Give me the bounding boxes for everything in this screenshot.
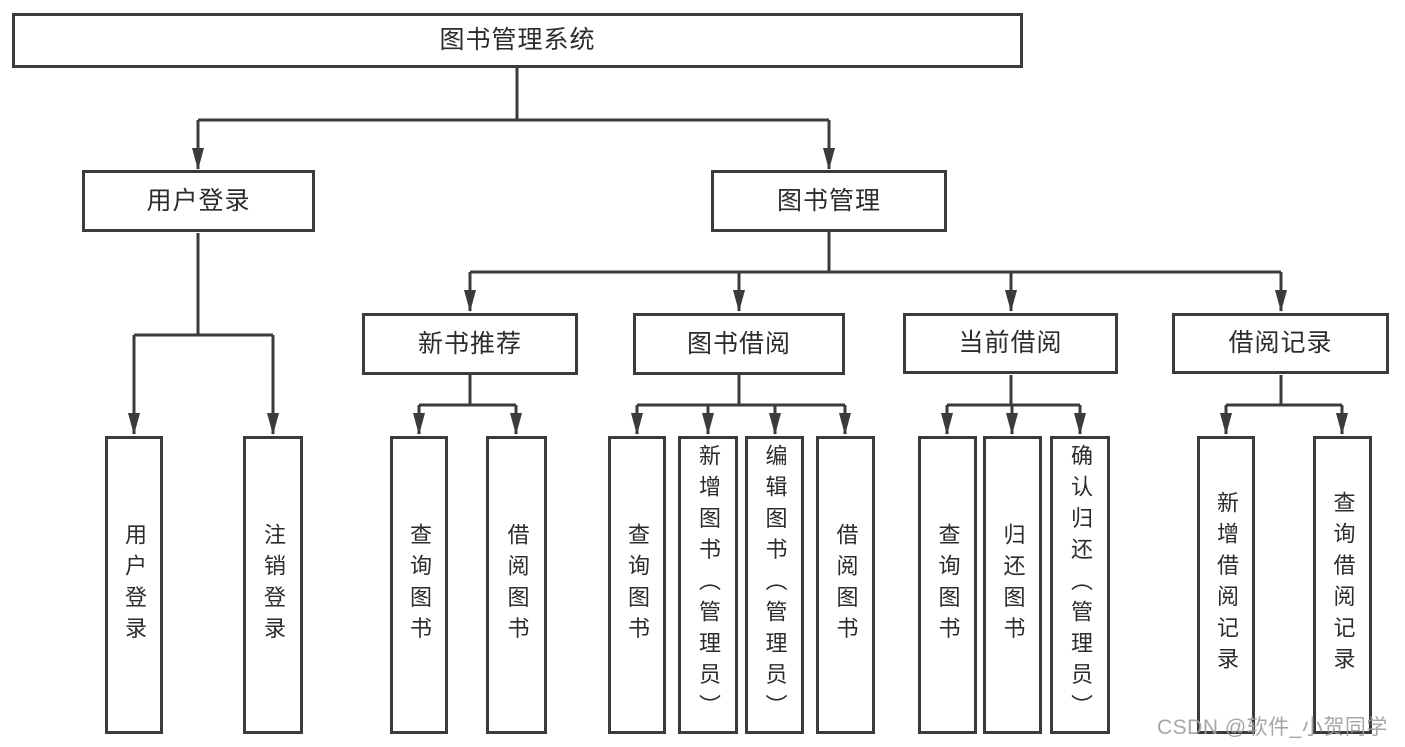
node-new-book-rec: 新书推荐 bbox=[362, 313, 578, 375]
csdn-watermark: CSDN @软件_小贺同学 bbox=[1157, 716, 1388, 739]
leaf-confirm-return-admin: 确认归还（管理员） bbox=[1050, 436, 1110, 734]
leaf-current-query-books-label: 查询图书 bbox=[935, 522, 961, 648]
leaf-add-borrow-record-label: 新增借阅记录 bbox=[1214, 491, 1239, 679]
node-borrow-records: 借阅记录 bbox=[1172, 313, 1389, 374]
leaf-user-login: 用户登录 bbox=[105, 436, 163, 734]
leaf-current-query-books: 查询图书 bbox=[918, 436, 977, 734]
leaf-edit-books-admin: 编辑图书（管理员） bbox=[745, 436, 804, 734]
leaf-rec-query-books-label: 查询图书 bbox=[407, 522, 432, 648]
leaf-edit-books-admin-label: 编辑图书（管理员） bbox=[762, 444, 788, 726]
node-borrow-records-label: 借阅记录 bbox=[1228, 329, 1333, 357]
node-book-borrow: 图书借阅 bbox=[633, 313, 845, 375]
leaf-borrow-books: 借阅图书 bbox=[816, 436, 875, 734]
leaf-borrow-books-label: 借阅图书 bbox=[833, 522, 859, 648]
leaf-return-books: 归还图书 bbox=[983, 436, 1042, 734]
node-root-label: 图书管理系统 bbox=[439, 26, 596, 54]
node-book-mgmt-label: 图书管理 bbox=[776, 186, 881, 215]
leaf-return-books-label: 归还图书 bbox=[1000, 522, 1026, 648]
node-current-borrow: 当前借阅 bbox=[903, 313, 1118, 374]
leaf-user-login-label: 用户登录 bbox=[122, 522, 147, 648]
node-book-mgmt: 图书管理 bbox=[711, 170, 947, 232]
leaf-borrow-query-books-label: 查询图书 bbox=[625, 522, 650, 648]
leaf-add-borrow-record: 新增借阅记录 bbox=[1197, 436, 1255, 734]
leaf-borrow-query-books: 查询图书 bbox=[608, 436, 666, 734]
leaf-query-borrow-record: 查询借阅记录 bbox=[1313, 436, 1372, 734]
leaf-rec-query-books: 查询图书 bbox=[390, 436, 448, 734]
node-user-login-label: 用户登录 bbox=[146, 186, 251, 215]
node-root: 图书管理系统 bbox=[12, 13, 1023, 68]
node-new-book-rec-label: 新书推荐 bbox=[417, 329, 522, 358]
leaf-add-books-admin-label: 新增图书（管理员） bbox=[696, 444, 721, 726]
leaf-add-books-admin: 新增图书（管理员） bbox=[678, 436, 738, 734]
node-current-borrow-label: 当前借阅 bbox=[958, 329, 1063, 357]
leaf-logout: 注销登录 bbox=[243, 436, 303, 734]
leaf-confirm-return-admin-label: 确认归还（管理员） bbox=[1068, 444, 1093, 726]
leaf-query-borrow-record-label: 查询借阅记录 bbox=[1330, 491, 1356, 679]
node-book-borrow-label: 图书借阅 bbox=[686, 329, 791, 358]
leaf-logout-label: 注销登录 bbox=[261, 522, 286, 648]
node-user-login: 用户登录 bbox=[82, 170, 315, 232]
leaf-rec-borrow-books: 借阅图书 bbox=[486, 436, 547, 734]
leaf-rec-borrow-books-label: 借阅图书 bbox=[504, 522, 530, 648]
